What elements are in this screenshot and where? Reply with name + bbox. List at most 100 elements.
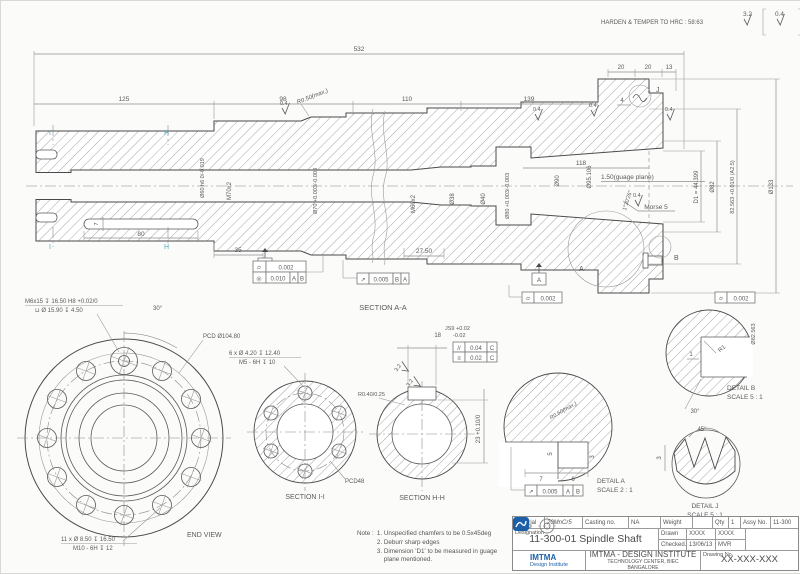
general-finish-symbols: 3.2 0.4: [743, 8, 800, 36]
r-max-leader: [300, 103, 310, 117]
cylindricity-icon: ⌭: [257, 266, 262, 272]
m6-callout-line1: M6x15 ↧ 16.50 H8 +0.02/0: [25, 298, 98, 305]
diameter-labels: Ø60 h6 0/-0.019 M70x2 Ø70 +0.003/-0.003 …: [200, 158, 593, 219]
fcf-datum: A: [292, 277, 296, 283]
detail-j-scale: SCALE 5 : 1: [687, 512, 723, 519]
dia-40-label: Ø40: [481, 193, 487, 205]
casting-value: NA: [629, 517, 661, 528]
morse-label: Morse 5: [644, 204, 668, 211]
morse-note: Morse 5: [622, 200, 675, 212]
detail-balloon-a: [567, 210, 645, 288]
title-block-row3: IMTMA Design Institute IMTMA - DESIGN IN…: [513, 517, 798, 571]
logo-cell: IMTMA Design Institute: [513, 517, 586, 570]
left-end-slot-bottom: [35, 212, 58, 223]
dim-532: 532: [354, 46, 365, 53]
pilot-hole: [109, 346, 139, 376]
cylindricity-icon: ⌭: [526, 297, 531, 303]
detail-a-dim-5: 5: [548, 452, 554, 456]
fcf-cyl-right: ⌭ 0.002: [714, 291, 756, 304]
org-addr2: BANGALORE: [627, 565, 659, 571]
end-view-title: END VIEW: [187, 532, 222, 539]
break-line: [383, 110, 388, 266]
finish-04: 0.4: [589, 103, 597, 109]
pcd48-label: PCD48: [345, 479, 365, 485]
notes-list: 1. Unspecified chamfers to be 0.5x45deg …: [377, 530, 511, 565]
cylindricity-icon: ⌭: [719, 297, 724, 303]
designation-value: 11-300-01 Spindle Shaft: [529, 533, 642, 545]
m5-callout-line1: 6 x Ø 4.20 ↧ 12.40: [229, 350, 281, 357]
detail-a-dim-3: 3: [590, 455, 596, 459]
keyway-slot: [407, 386, 437, 401]
pcd-callout: PCD Ø104.80: [178, 334, 241, 374]
dim-80: 80: [137, 231, 145, 238]
detail-b-r1: R1: [717, 344, 727, 354]
fcf-datum: B: [576, 490, 580, 496]
datum-a-flag: A: [531, 263, 547, 286]
finish-04-label: 0.4: [775, 11, 784, 18]
dim-overall: 532: [33, 46, 685, 149]
imtma-logo-icon: [513, 517, 529, 531]
main-section-title: SECTION A-A: [359, 303, 407, 312]
fcf-value: 0.04: [470, 346, 482, 352]
angle-30-label: 30°: [153, 306, 163, 312]
heat-treat-note: HARDEN & TEMPER TO HRC : 58:63: [601, 20, 704, 26]
section-ii-title: SECTION I-I: [285, 494, 324, 501]
finish-04: 0.4: [280, 101, 288, 107]
org-addr1: TECHNOLOGY CENTER, BIEC: [607, 559, 679, 565]
designation-label: Designation: [515, 530, 545, 536]
detail-j-angle: 45°: [697, 427, 707, 433]
detail-b-dim-1: 1: [689, 352, 693, 358]
dim-7: 7: [94, 222, 100, 225]
dim-13: 13: [666, 65, 673, 71]
dim-82563-label: 82.563 +0.01/0 (A2.5): [730, 160, 736, 214]
break-line: [371, 108, 376, 264]
fcf-value: 0.002: [278, 266, 294, 272]
finish-32-label: 3.2: [743, 11, 752, 18]
notes-label: Note :: [357, 530, 374, 537]
detail-a-scale: SCALE 2 : 1: [597, 487, 633, 494]
cut-mark-h-top: H: [164, 130, 169, 137]
checked-label: Checked.: [659, 539, 687, 550]
assy-label: Assy No.: [741, 517, 771, 528]
section-hh-view: 18 JS9 +0.02 -0.02 // 0.04 C ≡ 0.02 C 23…: [358, 326, 498, 502]
title-block-row2: Designation 11-300-01 Spindle Shaft Draw…: [513, 517, 798, 551]
finish-04: 0.4: [633, 193, 641, 199]
dia-95-label: Ø95.106: [587, 165, 593, 189]
balloon-j-label: J: [656, 87, 660, 94]
drawn-label: Drawn: [659, 529, 687, 539]
detail-j-dim-3: 3: [657, 456, 663, 460]
keyway-pocket: [83, 218, 199, 230]
balloon-a-label: A: [579, 266, 584, 273]
pcd48-callout: PCD48: [330, 461, 365, 485]
fcf-parallel-symmetry: // 0.04 C ≡ 0.02 C: [452, 341, 498, 363]
balloon-b-label: B: [674, 255, 679, 262]
shaft-upper-section: [35, 78, 664, 173]
fcf-datum: A: [566, 490, 570, 496]
fcf-datum: B: [300, 277, 304, 283]
dim-20a: 20: [618, 65, 625, 71]
finish-32: 3.2: [394, 363, 403, 373]
key-width-label: 18: [434, 333, 441, 339]
logo-name: IMTMA: [530, 553, 557, 562]
fcf-value: 0.005: [373, 278, 389, 284]
fcf-datum: C: [490, 356, 495, 362]
dim-98: 98: [279, 96, 287, 103]
m6-callout: M6x15 ↧ 16.50 H8 +0.02/0 ⊔ Ø 15.90 ↧ 4.5…: [25, 298, 123, 353]
fcf-cylindricity-concentricity: ⌭ 0.002 ◎ 0.010 A B: [252, 254, 324, 284]
heat-treat-text: HARDEN & TEMPER TO HRC : 58:63: [601, 20, 704, 26]
note-item: 1. Unspecified chamfers to be 0.5x45deg: [376, 530, 492, 537]
dim-2750: 27.50: [416, 248, 433, 255]
detail-j-view: 45° 3 DETAIL J SCALE 5 : 1: [657, 427, 741, 519]
cut-mark-h-bottom: H: [164, 244, 169, 251]
section-hh-title: SECTION H-H: [399, 495, 445, 502]
main-section-view: 532 125 98 110 139 20 20 13 4: [26, 46, 793, 312]
dim-118: 118: [576, 160, 587, 167]
designation-cell: Designation 11-300-01 Spindle Shaft: [513, 529, 659, 550]
title-block: Material 20MnCr5 Casting no. NA Weight Q…: [512, 516, 799, 571]
dia-60-label: Ø60 h6 0/-0.019: [200, 158, 206, 198]
fcf-value: 0.002: [733, 297, 749, 303]
right-vertical-dims: D1 = 44.399 Ø82 82.563 +0.01/0 (A2.5) Ø1…: [649, 78, 780, 294]
dia-133-label: Ø133: [769, 179, 775, 194]
